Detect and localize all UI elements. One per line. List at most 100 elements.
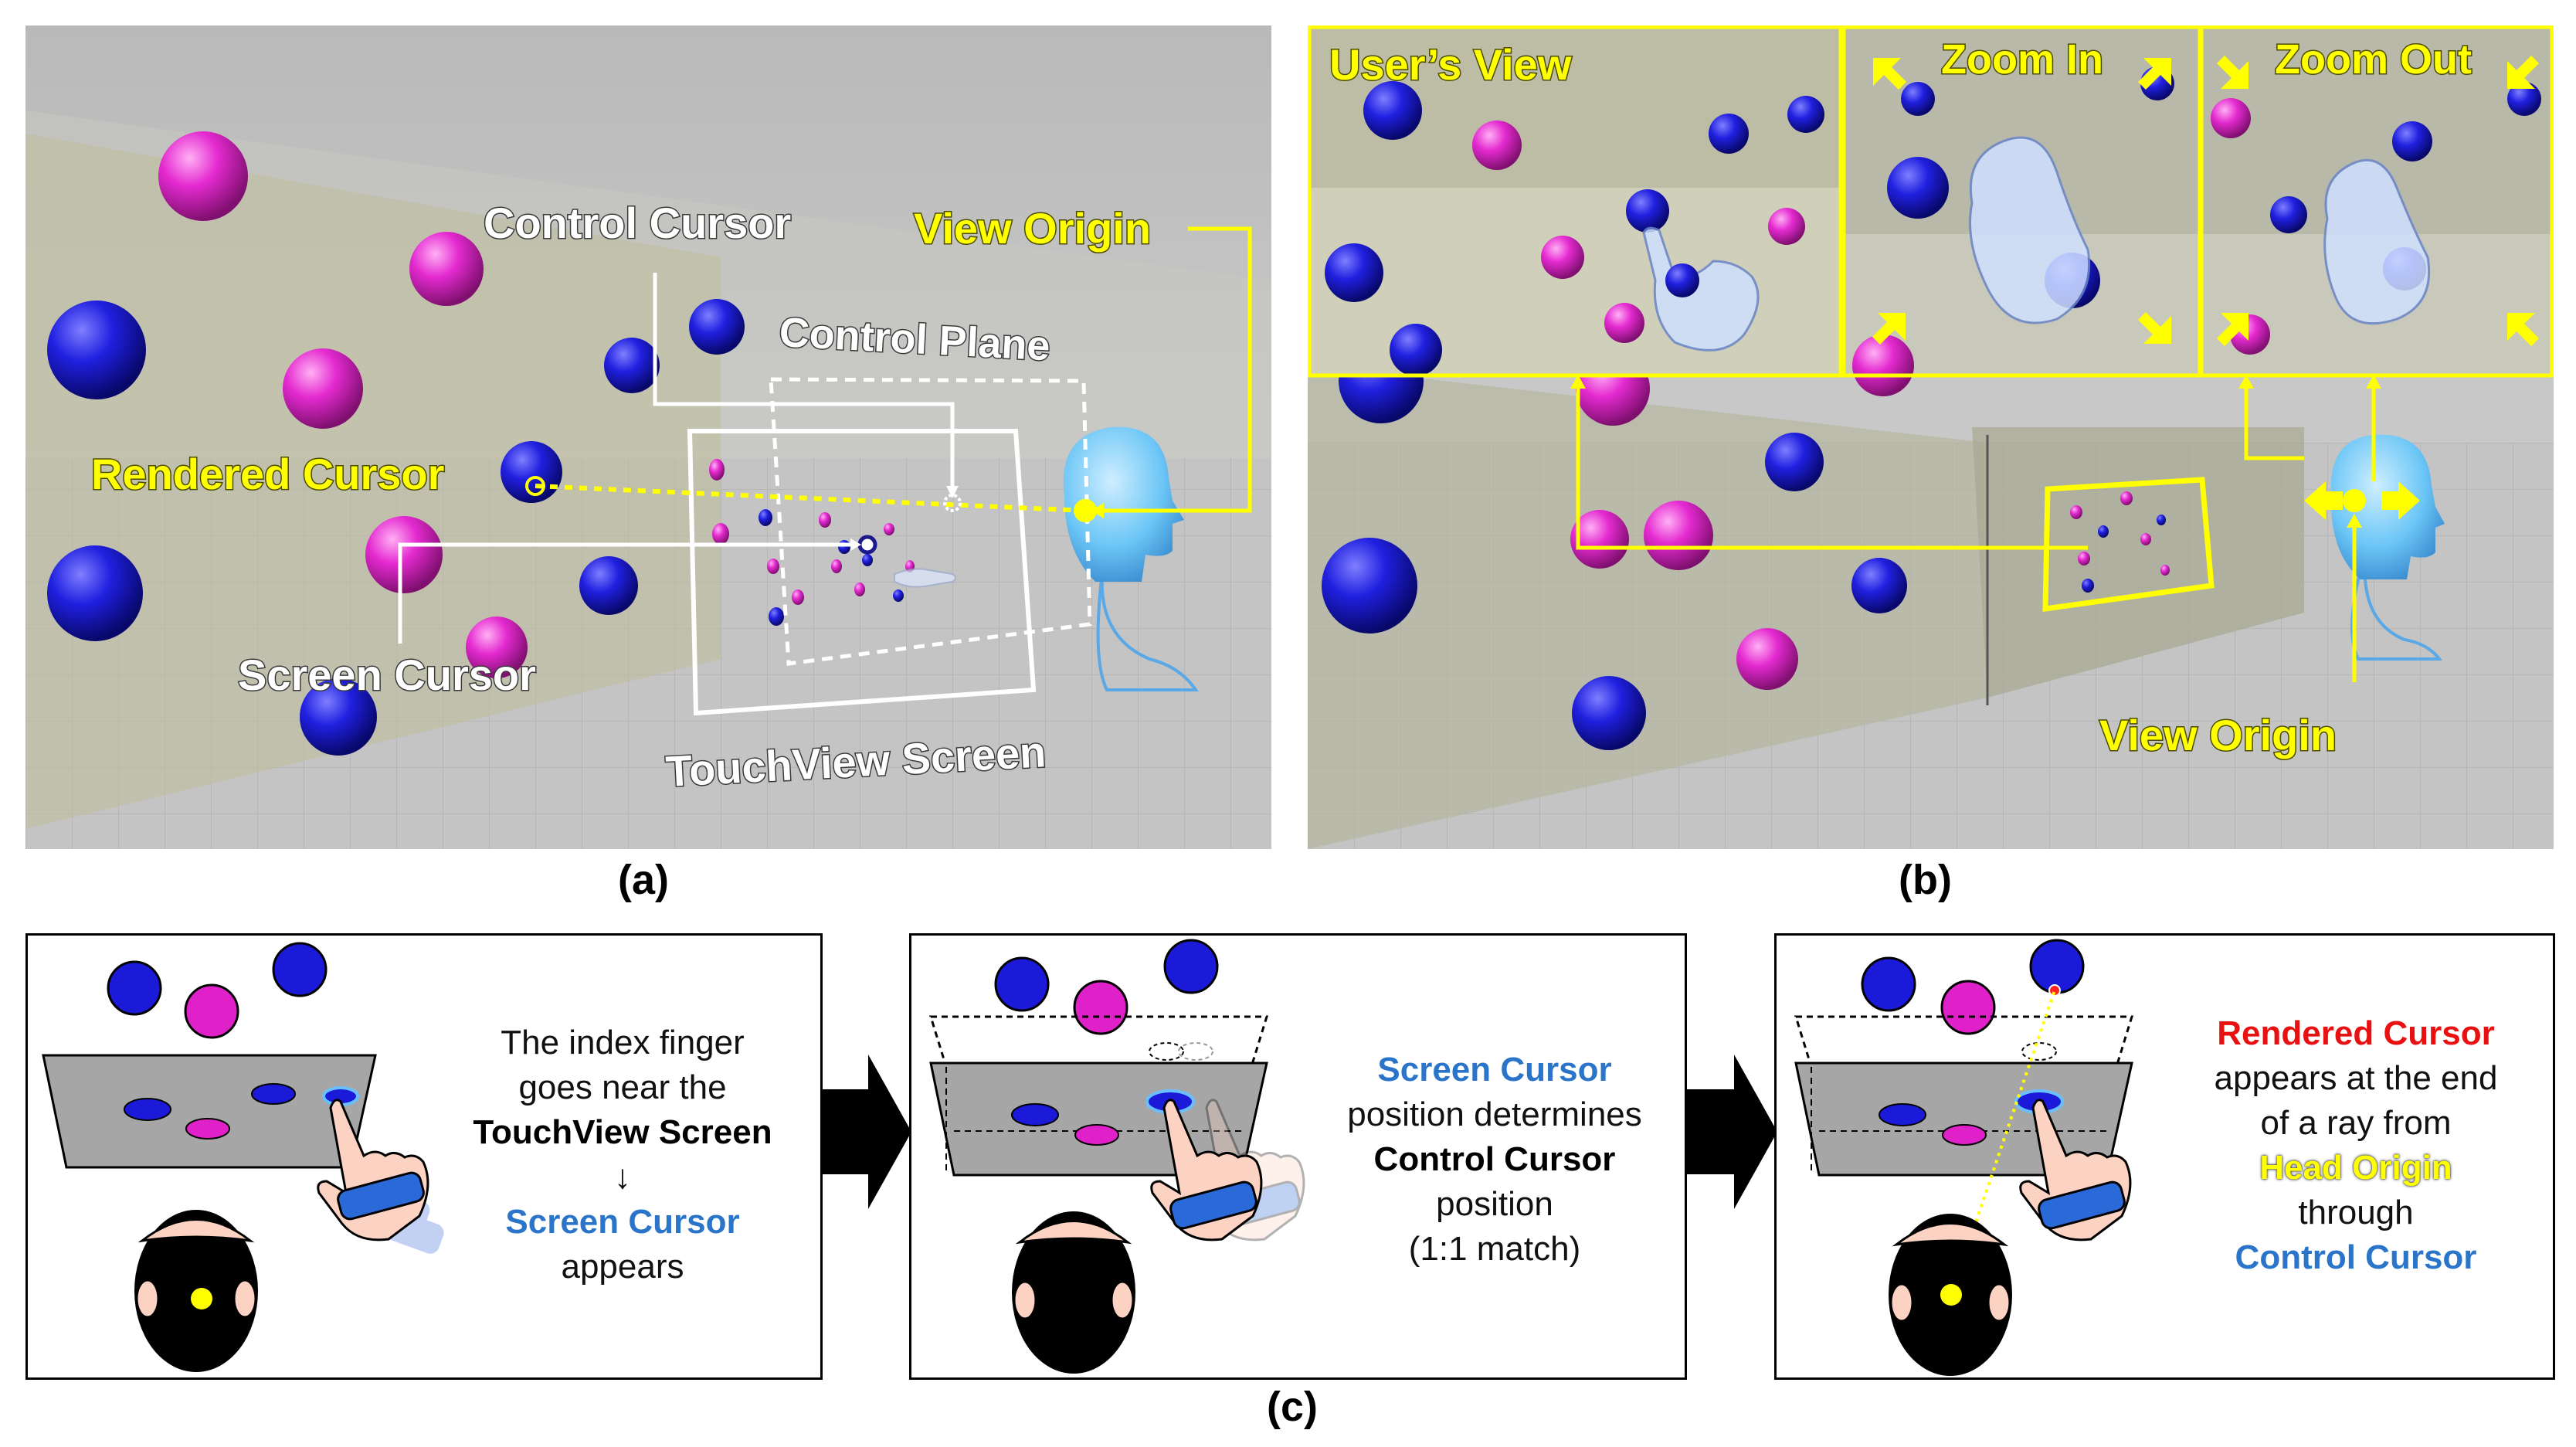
blue-ball: [124, 1098, 171, 1121]
label-view-origin: View Origin: [2099, 711, 2337, 759]
head-top-view: [134, 1210, 258, 1372]
magenta-sphere: [1852, 335, 1914, 396]
magenta-sphere: [2078, 552, 2090, 566]
blue-sphere: [300, 678, 377, 756]
magenta-sphere: [819, 512, 831, 528]
step2-line1: Screen Cursor: [1377, 1051, 1612, 1089]
panel-b: View Origin User’s View: [1308, 25, 2554, 849]
magenta-sphere: [409, 232, 484, 306]
caption-a: (a): [618, 857, 669, 903]
magenta-sphere: [365, 516, 443, 593]
blue-sphere: [1709, 114, 1749, 154]
control-plane-outline: [769, 377, 1092, 666]
blue-sphere: [2270, 196, 2307, 233]
step2-description: Screen Cursor position determines Contro…: [1321, 1048, 1668, 1272]
magenta-sphere: [831, 559, 842, 573]
zoom-in-arrows: [1872, 58, 2171, 345]
hand-icon: [894, 568, 956, 588]
arrow-sw-icon: [2507, 56, 2539, 89]
blue-ball: [1879, 1103, 1926, 1126]
magenta-sphere: [792, 589, 804, 605]
blue-sphere: [2392, 121, 2432, 161]
head-model: [1063, 426, 1199, 691]
blue-ball: [251, 1083, 296, 1105]
hand-icon: [1969, 136, 2091, 324]
magenta-sphere: [2160, 565, 2170, 576]
magenta-sphere: [712, 523, 729, 545]
magenta-sphere: [1768, 208, 1805, 245]
magenta-ball: [1073, 980, 1128, 1035]
magenta-sphere: [884, 523, 894, 535]
hand-icon: [317, 1099, 429, 1241]
blue-sphere: [1851, 558, 1907, 613]
hand-icon: [2323, 158, 2431, 325]
blue-ball: [272, 942, 328, 997]
blue-sphere: [1572, 676, 1646, 750]
arrow-ne-icon: [2217, 313, 2248, 346]
step3-line5: through: [2298, 1194, 2414, 1231]
blue-sphere: [1390, 324, 1442, 376]
blue-ball: [107, 960, 162, 1016]
step3-illustration: [1794, 939, 2134, 1376]
touchview-screen-outline: [2042, 477, 2215, 613]
blue-sphere: [1322, 538, 1417, 633]
blue-sphere: [1787, 96, 1824, 133]
control-cursor: [2021, 1042, 2057, 1061]
head-origin-dot: [2343, 489, 2366, 512]
blue-sphere: [579, 556, 638, 615]
arrowhead: [850, 538, 861, 551]
control-cursor-ghost: [1178, 1042, 1213, 1061]
label-control-cursor: Control Cursor: [484, 199, 791, 247]
blue-sphere: [47, 545, 143, 641]
magenta-ball: [1940, 980, 1996, 1035]
step3-line2: appears at the end: [2214, 1059, 2498, 1097]
panel-a: Control Cursor View Origin Control Plane…: [25, 25, 1271, 849]
arrow-right-icon: [1686, 1055, 1777, 1209]
step1-arrow: ↓: [614, 1158, 631, 1196]
magenta-sphere: [2140, 533, 2151, 545]
inset-users-view: User’s View: [1308, 25, 1843, 378]
magenta-sphere: [1472, 121, 1522, 170]
step1-line4: Screen Cursor: [505, 1203, 740, 1241]
zoom-out-arrows: [2217, 56, 2539, 346]
arrow-right-icon: [820, 1055, 911, 1209]
blue-sphere: [1626, 189, 1669, 233]
head-origin-dot: [1940, 1284, 1962, 1306]
blue-sphere: [1665, 263, 1699, 297]
arrow-nw-icon: [1873, 58, 1906, 90]
step3-line6: Control Cursor: [2235, 1238, 2477, 1276]
magenta-sphere: [854, 583, 865, 596]
blue-sphere: [2082, 579, 2094, 593]
label-rendered-cursor: Rendered Cursor: [91, 450, 444, 498]
label-zoom-in: Zoom In: [1941, 36, 2103, 83]
step3-line4: Head Origin: [2259, 1149, 2452, 1187]
touchview-screen-outline: [687, 429, 1037, 716]
head-top-view: [1012, 1211, 1135, 1374]
step1-box: The index finger goes near the TouchView…: [25, 933, 823, 1380]
blue-sphere: [893, 589, 904, 602]
magenta-sphere: [1541, 236, 1584, 279]
magenta-ball: [184, 983, 239, 1039]
blue-sphere: [1765, 433, 1824, 491]
label-users-view: User’s View: [1329, 40, 1572, 89]
inset-zoom-out: Zoom Out: [2199, 25, 2554, 378]
blue-sphere: [862, 554, 873, 566]
screen-cursor-leader: [398, 542, 854, 644]
step3-line3: of a ray from: [2260, 1104, 2452, 1142]
blue-ball: [1011, 1103, 1059, 1126]
arrow-right-icon: [2381, 481, 2420, 520]
head-origin-dot: [1074, 499, 1097, 522]
step1-line3: TouchView Screen: [473, 1113, 772, 1151]
users-view-connector: [1576, 381, 2088, 550]
inset-zoom-in: Zoom In: [1841, 25, 2202, 396]
arrow-ne-icon: [2138, 58, 2171, 90]
touchview-screen-shape: [42, 1054, 377, 1169]
label-screen-cursor: Screen Cursor: [238, 650, 536, 699]
blue-sphere: [1325, 243, 1383, 302]
sphere-group: [47, 131, 745, 756]
blue-sphere: [2098, 525, 2109, 538]
magenta-ball: [1074, 1124, 1119, 1146]
blue-sphere: [838, 540, 850, 554]
blue-ball: [1163, 939, 1219, 994]
step1-line5: appears: [561, 1248, 684, 1286]
